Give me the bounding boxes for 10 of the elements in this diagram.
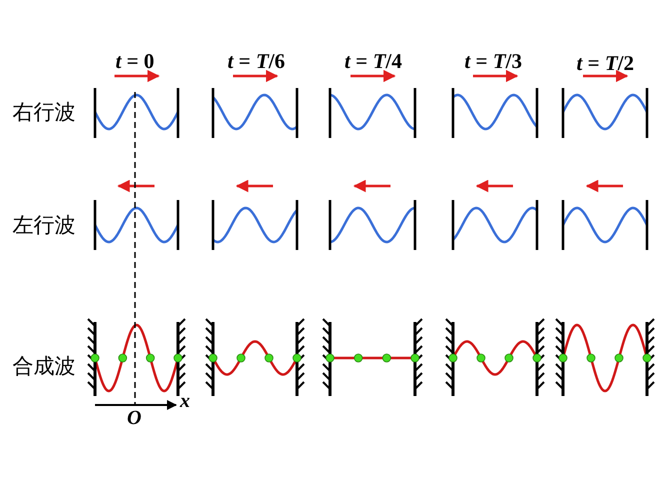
- row-label: 左行波: [12, 214, 76, 236]
- row-label: 合成波: [12, 356, 76, 376]
- time-label: t = T/2: [576, 52, 634, 74]
- axis-label: x: [180, 391, 190, 411]
- origin-label: O: [127, 408, 142, 428]
- time-label: t = T/4: [344, 50, 402, 72]
- time-label: t = 0: [116, 50, 154, 72]
- time-label: t = T/3: [464, 50, 522, 72]
- time-label: t = T/6: [228, 50, 285, 72]
- row-label: 右行波: [12, 102, 76, 122]
